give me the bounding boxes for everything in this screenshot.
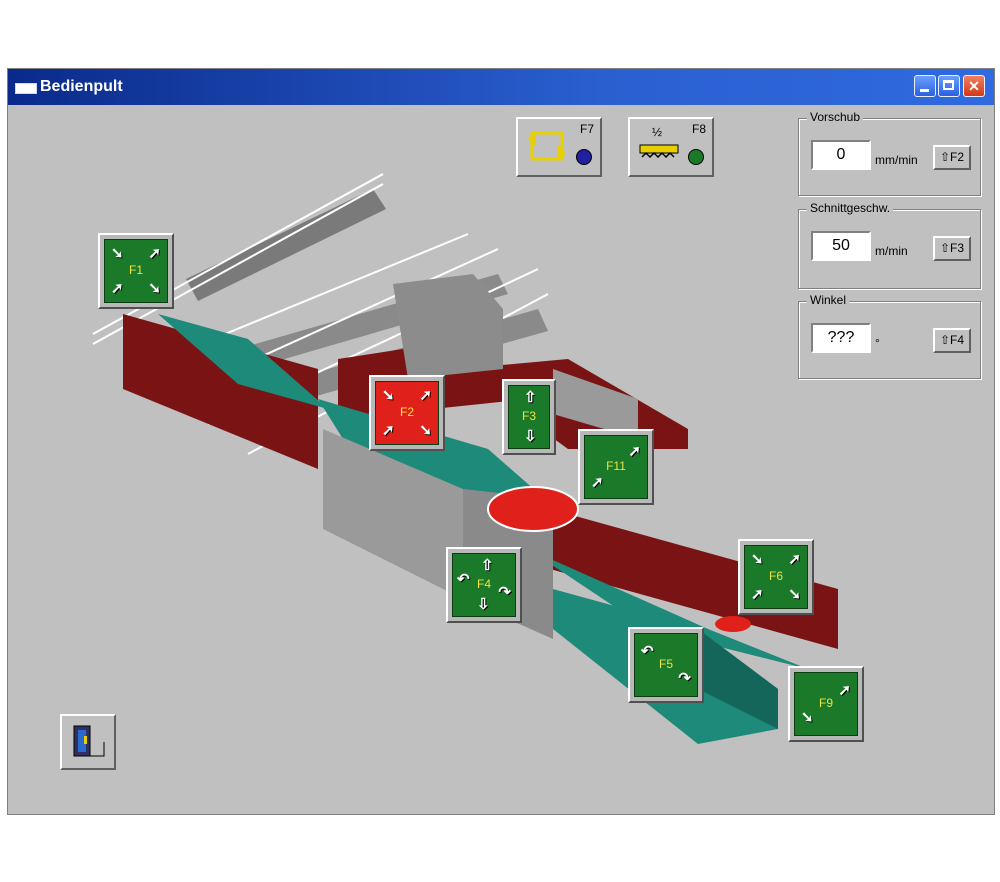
f9-label: F9 — [818, 696, 833, 710]
gray-block — [393, 274, 503, 379]
f1-label: F1 — [128, 263, 143, 277]
f11-pad[interactable]: ➚ ➚ F11 — [578, 429, 654, 505]
f1-pad[interactable]: ➘ ➚ ➚ ➘ F1 — [98, 233, 174, 309]
close-icon: ✕ — [968, 78, 980, 94]
rotate-icon: ↶ — [457, 571, 470, 588]
arrow-icon: ➚ — [111, 280, 124, 297]
f7-key-label: F7 — [579, 122, 594, 136]
winkel-legend: Winkel — [807, 293, 850, 307]
clamp — [715, 616, 751, 632]
vorschub-unit: mm/min — [875, 153, 918, 167]
close-button[interactable]: ✕ — [963, 75, 985, 97]
maximize-icon — [939, 76, 959, 96]
exit-door-icon — [73, 725, 105, 757]
f5-label: F5 — [658, 657, 673, 671]
schnittgeschw-field[interactable]: 50 — [811, 231, 871, 261]
vorschub-field[interactable]: 0 — [811, 140, 871, 170]
gray-block — [553, 369, 638, 439]
f6-pad[interactable]: ➘ ➚ ➚ ➘ F6 — [738, 539, 814, 615]
schnittgeschw-group: Schnittgeschw. 50 m/min ⇧F3 — [798, 201, 981, 289]
title-bar[interactable]: Bedienpult ✕ — [8, 69, 994, 105]
schnittgeschw-unit: m/min — [875, 244, 908, 258]
gray-block — [323, 429, 463, 599]
transfer-box-side — [698, 629, 778, 729]
schnittgeschw-f3-button[interactable]: ⇧F3 — [933, 236, 971, 261]
winkel-group: Winkel ??? ° ⇧F4 — [798, 293, 981, 379]
vorschub-group: Vorschub 0 mm/min ⇧F2 — [798, 110, 981, 196]
f8-status-led — [688, 149, 704, 165]
f11-pad-face: ➚ ➚ F11 — [584, 435, 648, 499]
arrow-icon: ➘ — [382, 387, 395, 404]
window-title: Bedienpult — [40, 78, 123, 95]
arrow-icon: ➘ — [111, 245, 124, 262]
f9-pad-face: ➚ ➘ F9 — [794, 672, 858, 736]
maximize-button[interactable] — [938, 75, 960, 97]
f1-pad-face: ➘ ➚ ➚ ➘ F1 — [104, 239, 168, 303]
f11-label: F11 — [606, 459, 626, 473]
saw-blade — [487, 486, 579, 532]
f8-fraction-mark: ½ — [652, 125, 663, 139]
arrow-icon: ➚ — [419, 387, 432, 404]
f5-pad[interactable]: ↶ ↷ F5 — [628, 627, 704, 703]
rotate-icon: ↷ — [498, 584, 511, 601]
arrow-up-icon: ⇧ — [524, 389, 537, 406]
f4-label: F4 — [476, 577, 491, 591]
f4-pad[interactable]: ⇧ ↶ ↷ ⇩ F4 — [446, 547, 522, 623]
arrow-icon: ➚ — [838, 682, 851, 699]
rotate-frame-icon — [528, 131, 566, 161]
f6-label: F6 — [768, 569, 783, 583]
f2-pad-face: ➘ ➚ ➚ ➘ F2 — [375, 381, 439, 445]
arrow-icon: ➚ — [591, 474, 604, 491]
arrow-icon: ➚ — [382, 422, 395, 439]
minimize-button[interactable] — [914, 75, 936, 97]
arrow-down-icon: ⇩ — [524, 428, 537, 445]
arrow-icon: ➘ — [801, 709, 814, 726]
f7-status-led — [576, 149, 592, 165]
arrow-up-icon: ⇧ — [481, 557, 494, 574]
vorschub-legend: Vorschub — [807, 110, 864, 124]
arrow-icon: ➚ — [788, 551, 801, 568]
rotate-icon: ↷ — [678, 670, 691, 687]
f2-label: F2 — [399, 405, 414, 419]
f6-pad-face: ➘ ➚ ➚ ➘ F6 — [744, 545, 808, 609]
exit-button[interactable] — [60, 714, 116, 770]
arrow-icon: ➘ — [751, 551, 764, 568]
f5-pad-face: ↶ ↷ F5 — [634, 633, 698, 697]
vorschub-f2-button[interactable]: ⇧F2 — [933, 145, 971, 170]
bedienpult-window: Bedienpult ✕ — [7, 68, 995, 815]
minimize-icon — [915, 76, 935, 96]
f8-button[interactable]: ½ F8 — [628, 117, 714, 177]
schnittgeschw-legend: Schnittgeschw. — [807, 201, 894, 215]
arrow-icon: ➘ — [419, 422, 432, 439]
window-icon — [15, 83, 37, 94]
winkel-field[interactable]: ??? — [811, 323, 871, 353]
arrow-icon: ➚ — [148, 245, 161, 262]
arrow-icon: ➘ — [148, 280, 161, 297]
winkel-f4-button[interactable]: ⇧F4 — [933, 328, 971, 353]
arrow-icon: ➚ — [751, 586, 764, 603]
rail-beam — [186, 189, 386, 301]
arrow-icon: ➘ — [788, 586, 801, 603]
rotate-icon: ↶ — [641, 643, 654, 660]
f7-button[interactable]: F7 — [516, 117, 602, 177]
f3-pad[interactable]: ⇧ ⇩ F3 — [502, 379, 556, 455]
f3-label: F3 — [521, 409, 536, 423]
infeed-table — [158, 314, 328, 409]
infeed-conveyor — [123, 314, 318, 469]
arrow-icon: ➚ — [628, 443, 641, 460]
saw-feed-icon — [639, 144, 679, 159]
winkel-unit: ° — [875, 336, 880, 350]
f8-key-label: F8 — [691, 122, 706, 136]
arrow-down-icon: ⇩ — [477, 596, 490, 613]
f3-pad-face: ⇧ ⇩ F3 — [508, 385, 550, 449]
f9-pad[interactable]: ➚ ➘ F9 — [788, 666, 864, 742]
f4-pad-face: ⇧ ↶ ↷ ⇩ F4 — [452, 553, 516, 617]
f2-pad[interactable]: ➘ ➚ ➚ ➘ F2 — [369, 375, 445, 451]
